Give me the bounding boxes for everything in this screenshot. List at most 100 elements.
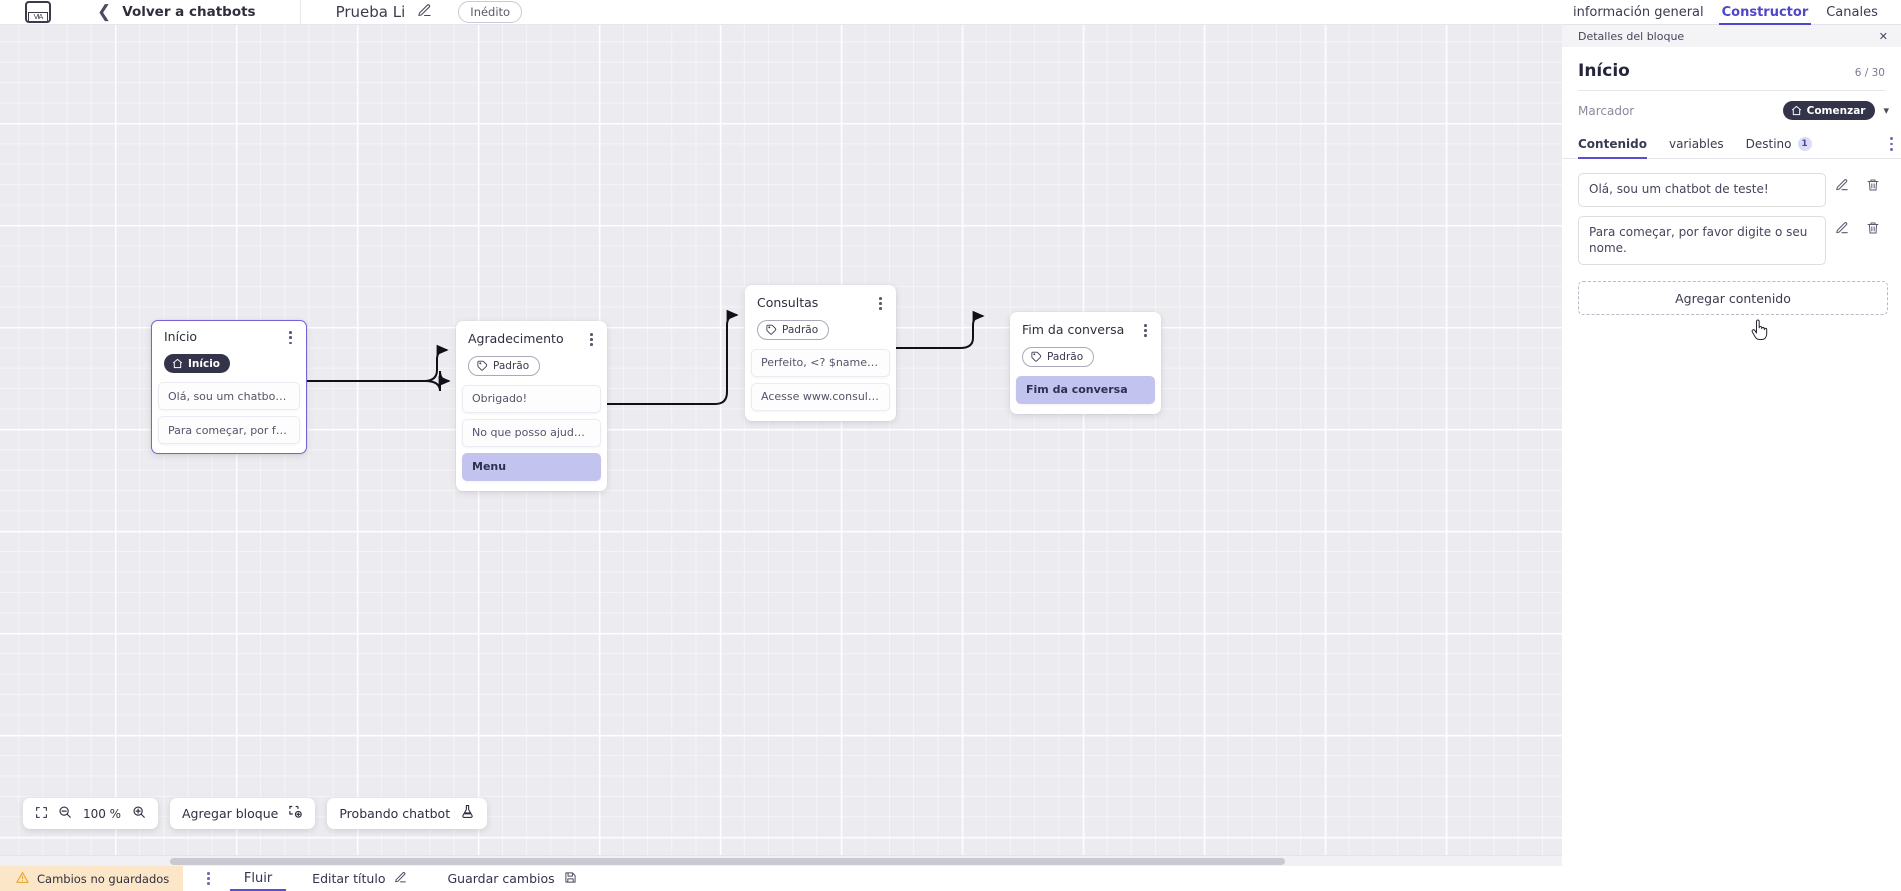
tab-canales[interactable]: Canales: [1826, 5, 1878, 20]
back-to-chatbots-link[interactable]: Volver a chatbots: [122, 4, 256, 20]
node-badge-label: Padrão: [782, 323, 819, 336]
panel-body: Início 6 / 30 Marcador Comenzar ▾ Conten…: [1562, 47, 1901, 891]
status-bar: Cambios no guardados Fluir Editar título…: [0, 866, 1562, 891]
content-item: Olá, sou um chatbot de teste!: [1578, 173, 1888, 207]
toolbar-divider: [299, 0, 301, 25]
node-message[interactable]: Para começar, por favor digite o ...: [158, 416, 300, 445]
statusbar-tab-fluir[interactable]: Fluir: [229, 866, 287, 891]
tag-icon: [477, 360, 488, 371]
edit-title-button[interactable]: Editar título: [298, 866, 421, 891]
edit-message-button[interactable]: [1826, 216, 1857, 235]
node-message[interactable]: Obrigado!: [462, 384, 601, 413]
test-chatbot-button[interactable]: Probando chatbot: [327, 798, 488, 829]
node-badge-label: Padrão: [493, 359, 530, 372]
marker-label: Marcador: [1578, 103, 1635, 118]
scrollbar-thumb[interactable]: [170, 858, 1285, 865]
edit-message-button[interactable]: [1826, 173, 1857, 192]
fit-screen-icon[interactable]: [35, 804, 48, 823]
node-menu-button[interactable]: [582, 331, 595, 348]
node-title: Consultas: [757, 295, 819, 310]
add-block-button[interactable]: Agregar bloque: [170, 798, 316, 829]
inner-tab-variables[interactable]: variables: [1658, 137, 1735, 158]
inner-tab-contenido[interactable]: Contenido: [1578, 137, 1658, 159]
node-message[interactable]: No que posso ajudar, <? $name ...: [462, 418, 601, 447]
flow-canvas[interactable]: Início Início Olá, sou um chatbot de tes…: [0, 25, 1562, 866]
char-count: 6 / 30: [1854, 67, 1885, 79]
node-menu-button[interactable]: [1136, 322, 1149, 339]
pencil-icon: [1835, 179, 1848, 191]
marker-badge-comenzar[interactable]: Comenzar: [1782, 101, 1876, 120]
back-chevron-icon[interactable]: ❮: [97, 2, 112, 22]
home-icon: [172, 359, 183, 369]
node-message-list: Perfeito, <? $name ?>! Acesse www.consul…: [745, 348, 896, 411]
node-message-end[interactable]: Fim da conversa: [1016, 375, 1155, 404]
add-block-icon: [288, 804, 303, 823]
tab-constructor[interactable]: Constructor: [1713, 5, 1818, 25]
node-badge-label: Início: [188, 357, 221, 370]
flow-node-agradecimento[interactable]: Agradecimento Padrão Obrigado! No que po…: [456, 321, 607, 491]
home-icon: [1791, 105, 1801, 116]
node-badge-default: Padrão: [468, 355, 541, 376]
test-chatbot-label: Probando chatbot: [339, 806, 451, 821]
node-title: Início: [164, 329, 198, 345]
mouse-cursor-icon: [1750, 319, 1769, 346]
save-changes-label: Guardar cambios: [447, 871, 555, 886]
panel-inner-tabs: Contenido variables Destino 1: [1562, 137, 1901, 159]
unsaved-changes-label: Cambios no guardados: [37, 871, 170, 886]
tag-icon: [766, 324, 777, 335]
panel-top-tabs: información general Constructor Canales: [1562, 0, 1901, 25]
zoom-out-icon[interactable]: [58, 804, 72, 823]
node-menu-button[interactable]: [281, 329, 294, 346]
inner-tab-label: Destino: [1745, 137, 1792, 151]
node-menu-button[interactable]: [871, 295, 884, 312]
marker-value-group[interactable]: Comenzar ▾: [1782, 101, 1889, 120]
top-bar: VIA ❮ Volver a chatbots Prueba Li Inédit…: [0, 0, 1562, 25]
node-title: Agradecimento: [468, 331, 564, 346]
node-message[interactable]: Perfeito, <? $name ?>!: [751, 348, 890, 377]
canvas-toolbar: 100 % Agregar bloque Probando chatbot: [23, 798, 488, 829]
save-changes-button[interactable]: Guardar cambios: [433, 866, 590, 891]
node-message[interactable]: Acesse www.consultas.com par...: [751, 382, 890, 411]
close-icon[interactable]: ✕: [1878, 29, 1888, 43]
delete-message-button[interactable]: [1857, 216, 1888, 235]
content-message[interactable]: Olá, sou um chatbot de teste!: [1578, 173, 1826, 207]
node-message[interactable]: Olá, sou um chatbot de teste!: [158, 382, 300, 411]
pencil-icon: [394, 871, 407, 887]
add-content-button[interactable]: Agregar contenido: [1578, 281, 1888, 316]
warning-icon: [16, 871, 29, 887]
delete-message-button[interactable]: [1857, 173, 1888, 192]
inner-tabs-menu-button[interactable]: [1890, 137, 1893, 157]
tab-informacion-general[interactable]: información general: [1573, 5, 1704, 20]
inner-tab-destino[interactable]: Destino 1: [1735, 137, 1823, 158]
content-message[interactable]: Para começar, por favor digite o seu nom…: [1578, 215, 1826, 266]
unsaved-changes-badge: Cambios no guardados: [0, 866, 184, 891]
marker-badge-label: Comenzar: [1806, 104, 1866, 117]
node-badge-row: Início: [152, 346, 306, 374]
canvas-horizontal-scrollbar[interactable]: [0, 855, 1562, 866]
statusbar-menu-button[interactable]: [207, 872, 210, 885]
inner-tab-label: variables: [1668, 137, 1724, 151]
edit-name-pencil-icon[interactable]: [417, 3, 432, 22]
flow-node-fim-da-conversa[interactable]: Fim da conversa Padrão Fim da conversa: [1010, 312, 1161, 414]
content-list: Olá, sou um chatbot de teste! Para começ…: [1562, 159, 1901, 266]
app-logo-glyph: VIA: [28, 12, 48, 21]
node-header: Início: [152, 329, 306, 346]
flow-node-inicio[interactable]: Início Início Olá, sou um chatbot de tes…: [151, 320, 307, 454]
zoom-in-icon[interactable]: [132, 804, 146, 823]
chevron-down-icon[interactable]: ▾: [1883, 104, 1889, 117]
panel-divider: [1578, 90, 1885, 91]
block-title: Início: [1578, 61, 1630, 81]
trash-icon: [1867, 222, 1878, 234]
panel-subheader-label: Detalles del bloque: [1578, 29, 1685, 43]
node-message-list: Fim da conversa: [1010, 375, 1161, 404]
panel-subheader: Detalles del bloque ✕: [1562, 25, 1901, 47]
node-message-menu[interactable]: Menu: [462, 452, 601, 481]
flask-icon: [460, 804, 475, 823]
right-panel: información general Constructor Canales …: [1562, 0, 1901, 891]
marker-row: Marcador Comenzar ▾: [1562, 91, 1901, 120]
content-item: Para começar, por favor digite o seu nom…: [1578, 215, 1888, 266]
flow-node-consultas[interactable]: Consultas Padrão Perfeito, <? $name ?>! …: [745, 285, 896, 421]
trash-icon: [1867, 179, 1878, 191]
app-logo-icon[interactable]: VIA: [25, 1, 51, 23]
